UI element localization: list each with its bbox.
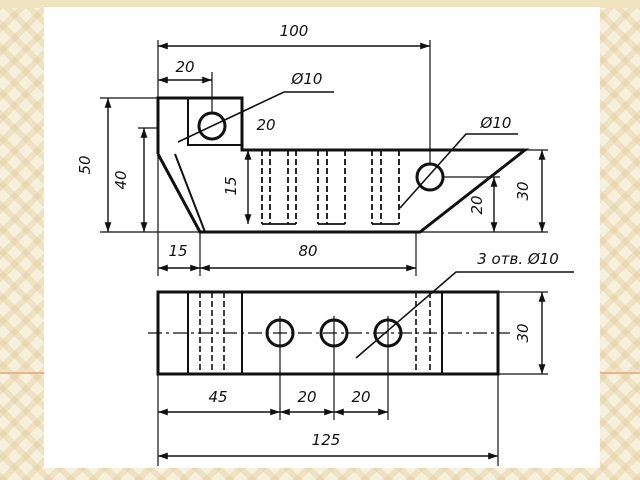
dim-hole-right-diameter: Ø10 <box>480 114 512 132</box>
dim-hole-height: 20 <box>468 195 486 214</box>
front-inner-chamfer <box>174 153 206 233</box>
dim-pitch-1: 20 <box>297 388 316 406</box>
dim-top-step: 20 <box>175 58 194 76</box>
dim-pitch-2: 20 <box>351 388 370 406</box>
dim-overall-height: 50 <box>76 155 94 174</box>
dim-hole-left-diameter: Ø10 <box>291 70 323 88</box>
dim-inner-height: 40 <box>112 170 130 189</box>
dim-right-height: 30 <box>514 181 532 200</box>
front-hole-right <box>415 162 445 192</box>
leader-hole-left <box>177 91 334 143</box>
front-hole-left <box>197 111 227 141</box>
top-view: 3 отв. Ø10 30 45 20 20 125 <box>148 250 574 466</box>
dim-first-hole: 45 <box>208 388 227 406</box>
dim-holes-callout: 3 отв. Ø10 <box>477 250 559 268</box>
front-step-line <box>187 98 242 146</box>
front-view: 100 20 Ø10 20 Ø10 50 40 15 30 20 <box>76 22 548 276</box>
drawing-sheet <box>44 7 600 468</box>
leader-holes-callout <box>355 271 574 359</box>
front-slots <box>261 150 400 225</box>
dim-slot-depth: 15 <box>222 176 240 195</box>
leader-hole-right <box>399 133 518 209</box>
dim-overall-length: 100 <box>280 22 309 40</box>
slide-top-band <box>0 0 640 8</box>
dim-left-offset: 15 <box>168 242 187 260</box>
dim-top-overall-length: 125 <box>312 431 341 449</box>
dim-top-width: 30 <box>514 323 532 342</box>
dim-step-depth: 20 <box>256 116 275 134</box>
front-view-outline <box>156 96 530 234</box>
dim-bottom-length: 80 <box>298 242 317 260</box>
